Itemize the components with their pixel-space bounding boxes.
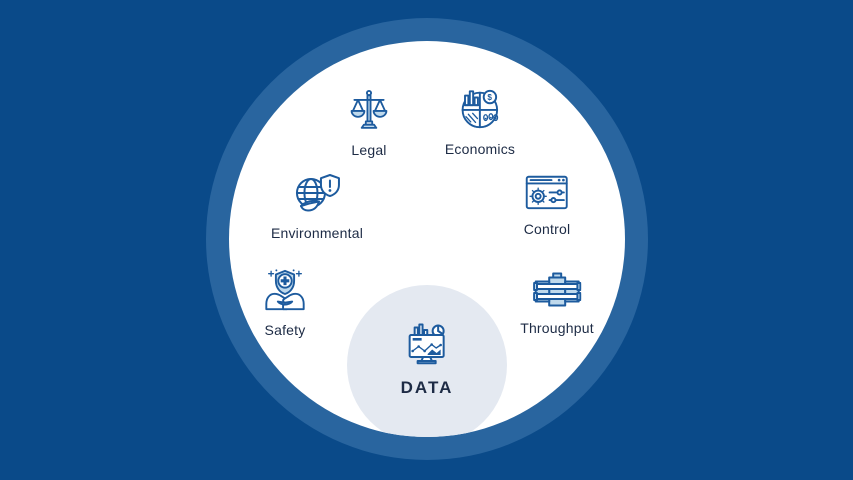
- item-data: DATA: [401, 323, 454, 398]
- settings-window-icon: [524, 172, 570, 217]
- item-label-safety: Safety: [264, 322, 306, 338]
- item-label-economics: Economics: [444, 141, 516, 157]
- barrels-icon: [532, 271, 582, 316]
- item-environmental: Environmental: [271, 170, 363, 241]
- item-safety: Safety: [262, 267, 308, 338]
- globe-leaf-shield-icon: [292, 170, 342, 221]
- hands-medical-shield-icon: [262, 267, 308, 318]
- item-label-control: Control: [523, 221, 571, 237]
- svg-text:$: $: [487, 93, 492, 102]
- monitor-analytics-icon: [403, 323, 451, 370]
- economics-chart-coin-icon: $: [457, 86, 503, 137]
- item-legal: Legal: [347, 87, 391, 158]
- item-economics: $ Economics: [445, 86, 515, 157]
- item-label-environmental: Environmental: [270, 225, 364, 241]
- main-circle: [229, 41, 625, 437]
- scales-of-justice-icon: [347, 87, 391, 138]
- item-throughput: Throughput: [520, 271, 594, 336]
- center-label-data: DATA: [400, 378, 454, 397]
- item-label-legal: Legal: [351, 142, 387, 158]
- item-label-throughput: Throughput: [520, 320, 594, 336]
- item-control: Control: [524, 172, 571, 237]
